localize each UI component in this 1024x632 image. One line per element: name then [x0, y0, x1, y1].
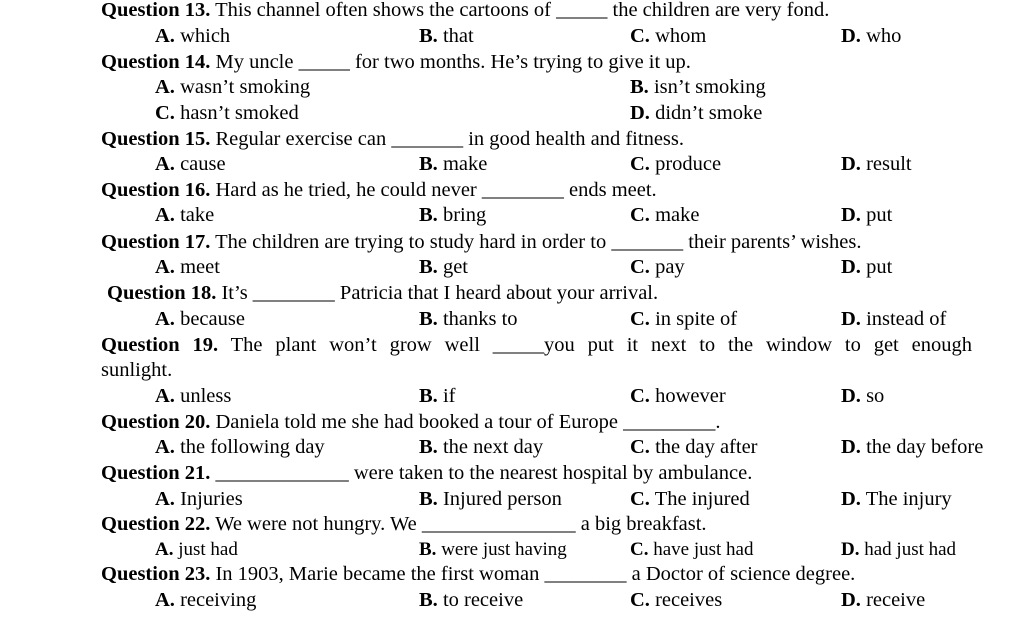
option-b[interactable]: B. were just having: [419, 539, 567, 560]
question-number: Question 18.: [107, 282, 217, 304]
question-17: Question 17. The children are trying to …: [101, 230, 861, 256]
question-20: Question 20. Daniela told me she had boo…: [101, 410, 720, 436]
option-b[interactable]: B. get: [419, 256, 468, 278]
option-a[interactable]: A. just had: [155, 539, 238, 560]
option-b[interactable]: B. bring: [419, 204, 487, 226]
option-c[interactable]: C. make: [630, 204, 700, 226]
option-a[interactable]: A. receiving: [155, 589, 257, 611]
option-b[interactable]: B. that: [419, 25, 474, 47]
option-a[interactable]: A. take: [155, 204, 215, 226]
option-d[interactable]: D. so: [841, 385, 885, 407]
option-b[interactable]: B. the next day: [419, 436, 544, 458]
option-c[interactable]: C. whom: [630, 25, 707, 47]
option-d[interactable]: D. who: [841, 25, 902, 47]
option-d[interactable]: D. put: [841, 256, 893, 278]
options-row-14a: A. wasn’t smoking B. isn’t smoking: [0, 75, 1024, 101]
question-text: The plant won’t grow well _____you put i…: [218, 334, 972, 356]
options-row-23: A. receiving B. to receive C. receives D…: [0, 588, 1024, 614]
question-number: Question 19.: [101, 334, 219, 356]
question-13: Question 13. This channel often shows th…: [101, 0, 829, 24]
option-a[interactable]: A. cause: [155, 153, 226, 175]
question-number: Question 20.: [101, 411, 211, 433]
question-number: Question 14.: [101, 51, 211, 73]
question-text: This channel often shows the cartoons of…: [210, 0, 830, 21]
question-number: Question 22.: [101, 513, 211, 535]
question-23: Question 23. In 1903, Marie became the f…: [101, 562, 855, 588]
option-c[interactable]: C. The injured: [630, 488, 750, 510]
options-row-21: A. Injuries B. Injured person C. The inj…: [0, 487, 1024, 513]
question-text: We were not hungry. We _______________ a…: [210, 513, 707, 535]
option-c[interactable]: C. hasn’t smoked: [155, 102, 299, 124]
question-19-continuation: sunlight.: [101, 359, 173, 381]
question-number: Question 23.: [101, 563, 211, 585]
options-row-22: A. just had B. were just having C. have …: [0, 537, 1024, 563]
option-a[interactable]: A. because: [155, 308, 245, 330]
option-b[interactable]: B. isn’t smoking: [630, 76, 766, 98]
option-a[interactable]: A. unless: [155, 385, 232, 407]
question-16: Question 16. Hard as he tried, he could …: [101, 178, 657, 204]
option-a[interactable]: A. meet: [155, 256, 220, 278]
option-b[interactable]: B. thanks to: [419, 308, 518, 330]
option-a[interactable]: A. wasn’t smoking: [155, 76, 311, 98]
option-c[interactable]: C. the day after: [630, 436, 758, 458]
question-number: Question 17.: [101, 231, 211, 253]
option-d[interactable]: D. receive: [841, 589, 926, 611]
option-a[interactable]: A. the following day: [155, 436, 325, 458]
question-text: The children are trying to study hard in…: [210, 231, 862, 253]
option-b[interactable]: B. if: [419, 385, 456, 407]
options-row-19: A. unless B. if C. however D. so: [0, 384, 1024, 410]
option-b[interactable]: B. to receive: [419, 589, 524, 611]
option-d[interactable]: D. The injury: [841, 488, 952, 510]
option-c[interactable]: C. have just had: [630, 539, 754, 560]
options-row-16: A. take B. bring C. make D. put: [0, 203, 1024, 229]
question-14: Question 14. My uncle _____ for two mont…: [101, 50, 691, 76]
option-d[interactable]: D. the day before: [841, 436, 984, 458]
option-d[interactable]: D. instead of: [841, 308, 947, 330]
question-text: Daniela told me she had booked a tour of…: [210, 411, 721, 433]
options-row-18: A. because B. thanks to C. in spite of D…: [0, 307, 1024, 333]
options-row-17: A. meet B. get C. pay D. put: [0, 255, 1024, 281]
option-b[interactable]: B. Injured person: [419, 488, 562, 510]
option-c[interactable]: C. in spite of: [630, 308, 738, 330]
option-c[interactable]: C. produce: [630, 153, 722, 175]
option-d[interactable]: D. put: [841, 204, 893, 226]
question-number: Question 15.: [101, 128, 211, 150]
options-row-14b: C. hasn’t smoked D. didn’t smoke: [0, 101, 1024, 127]
question-text: Hard as he tried, he could never _______…: [210, 179, 657, 201]
question-text: It’s ________ Patricia that I heard abou…: [216, 282, 659, 304]
option-c[interactable]: C. however: [630, 385, 726, 407]
option-d[interactable]: D. result: [841, 153, 912, 175]
option-a[interactable]: A. which: [155, 25, 231, 47]
question-15: Question 15. Regular exercise can ______…: [101, 127, 684, 153]
options-row-13: A. which B. that C. whom D. who: [0, 24, 1024, 50]
question-number: Question 16.: [101, 179, 211, 201]
question-text: In 1903, Marie became the first woman __…: [210, 563, 856, 585]
option-a[interactable]: A. Injuries: [155, 488, 243, 510]
option-d[interactable]: D. had just had: [841, 539, 957, 560]
option-c[interactable]: C. receives: [630, 589, 723, 611]
question-21: Question 21. _____________ were taken to…: [101, 461, 752, 487]
question-text: Regular exercise can _______ in good hea…: [210, 128, 685, 150]
option-b[interactable]: B. make: [419, 153, 488, 175]
option-c[interactable]: C. pay: [630, 256, 685, 278]
question-number: Question 13.: [101, 0, 211, 21]
question-19: Question 19. The plant won’t grow well _…: [101, 333, 972, 359]
question-text: My uncle _____ for two months. He’s tryi…: [210, 51, 691, 73]
question-22: Question 22. We were not hungry. We ____…: [101, 512, 707, 538]
options-row-15: A. cause B. make C. produce D. result: [0, 152, 1024, 178]
question-text: _____________ were taken to the nearest …: [210, 462, 753, 484]
options-row-20: A. the following day B. the next day C. …: [0, 435, 1024, 461]
question-18: Question 18. It’s ________ Patricia that…: [107, 281, 658, 307]
question-number: Question 21.: [101, 462, 211, 484]
option-d[interactable]: D. didn’t smoke: [630, 102, 763, 124]
